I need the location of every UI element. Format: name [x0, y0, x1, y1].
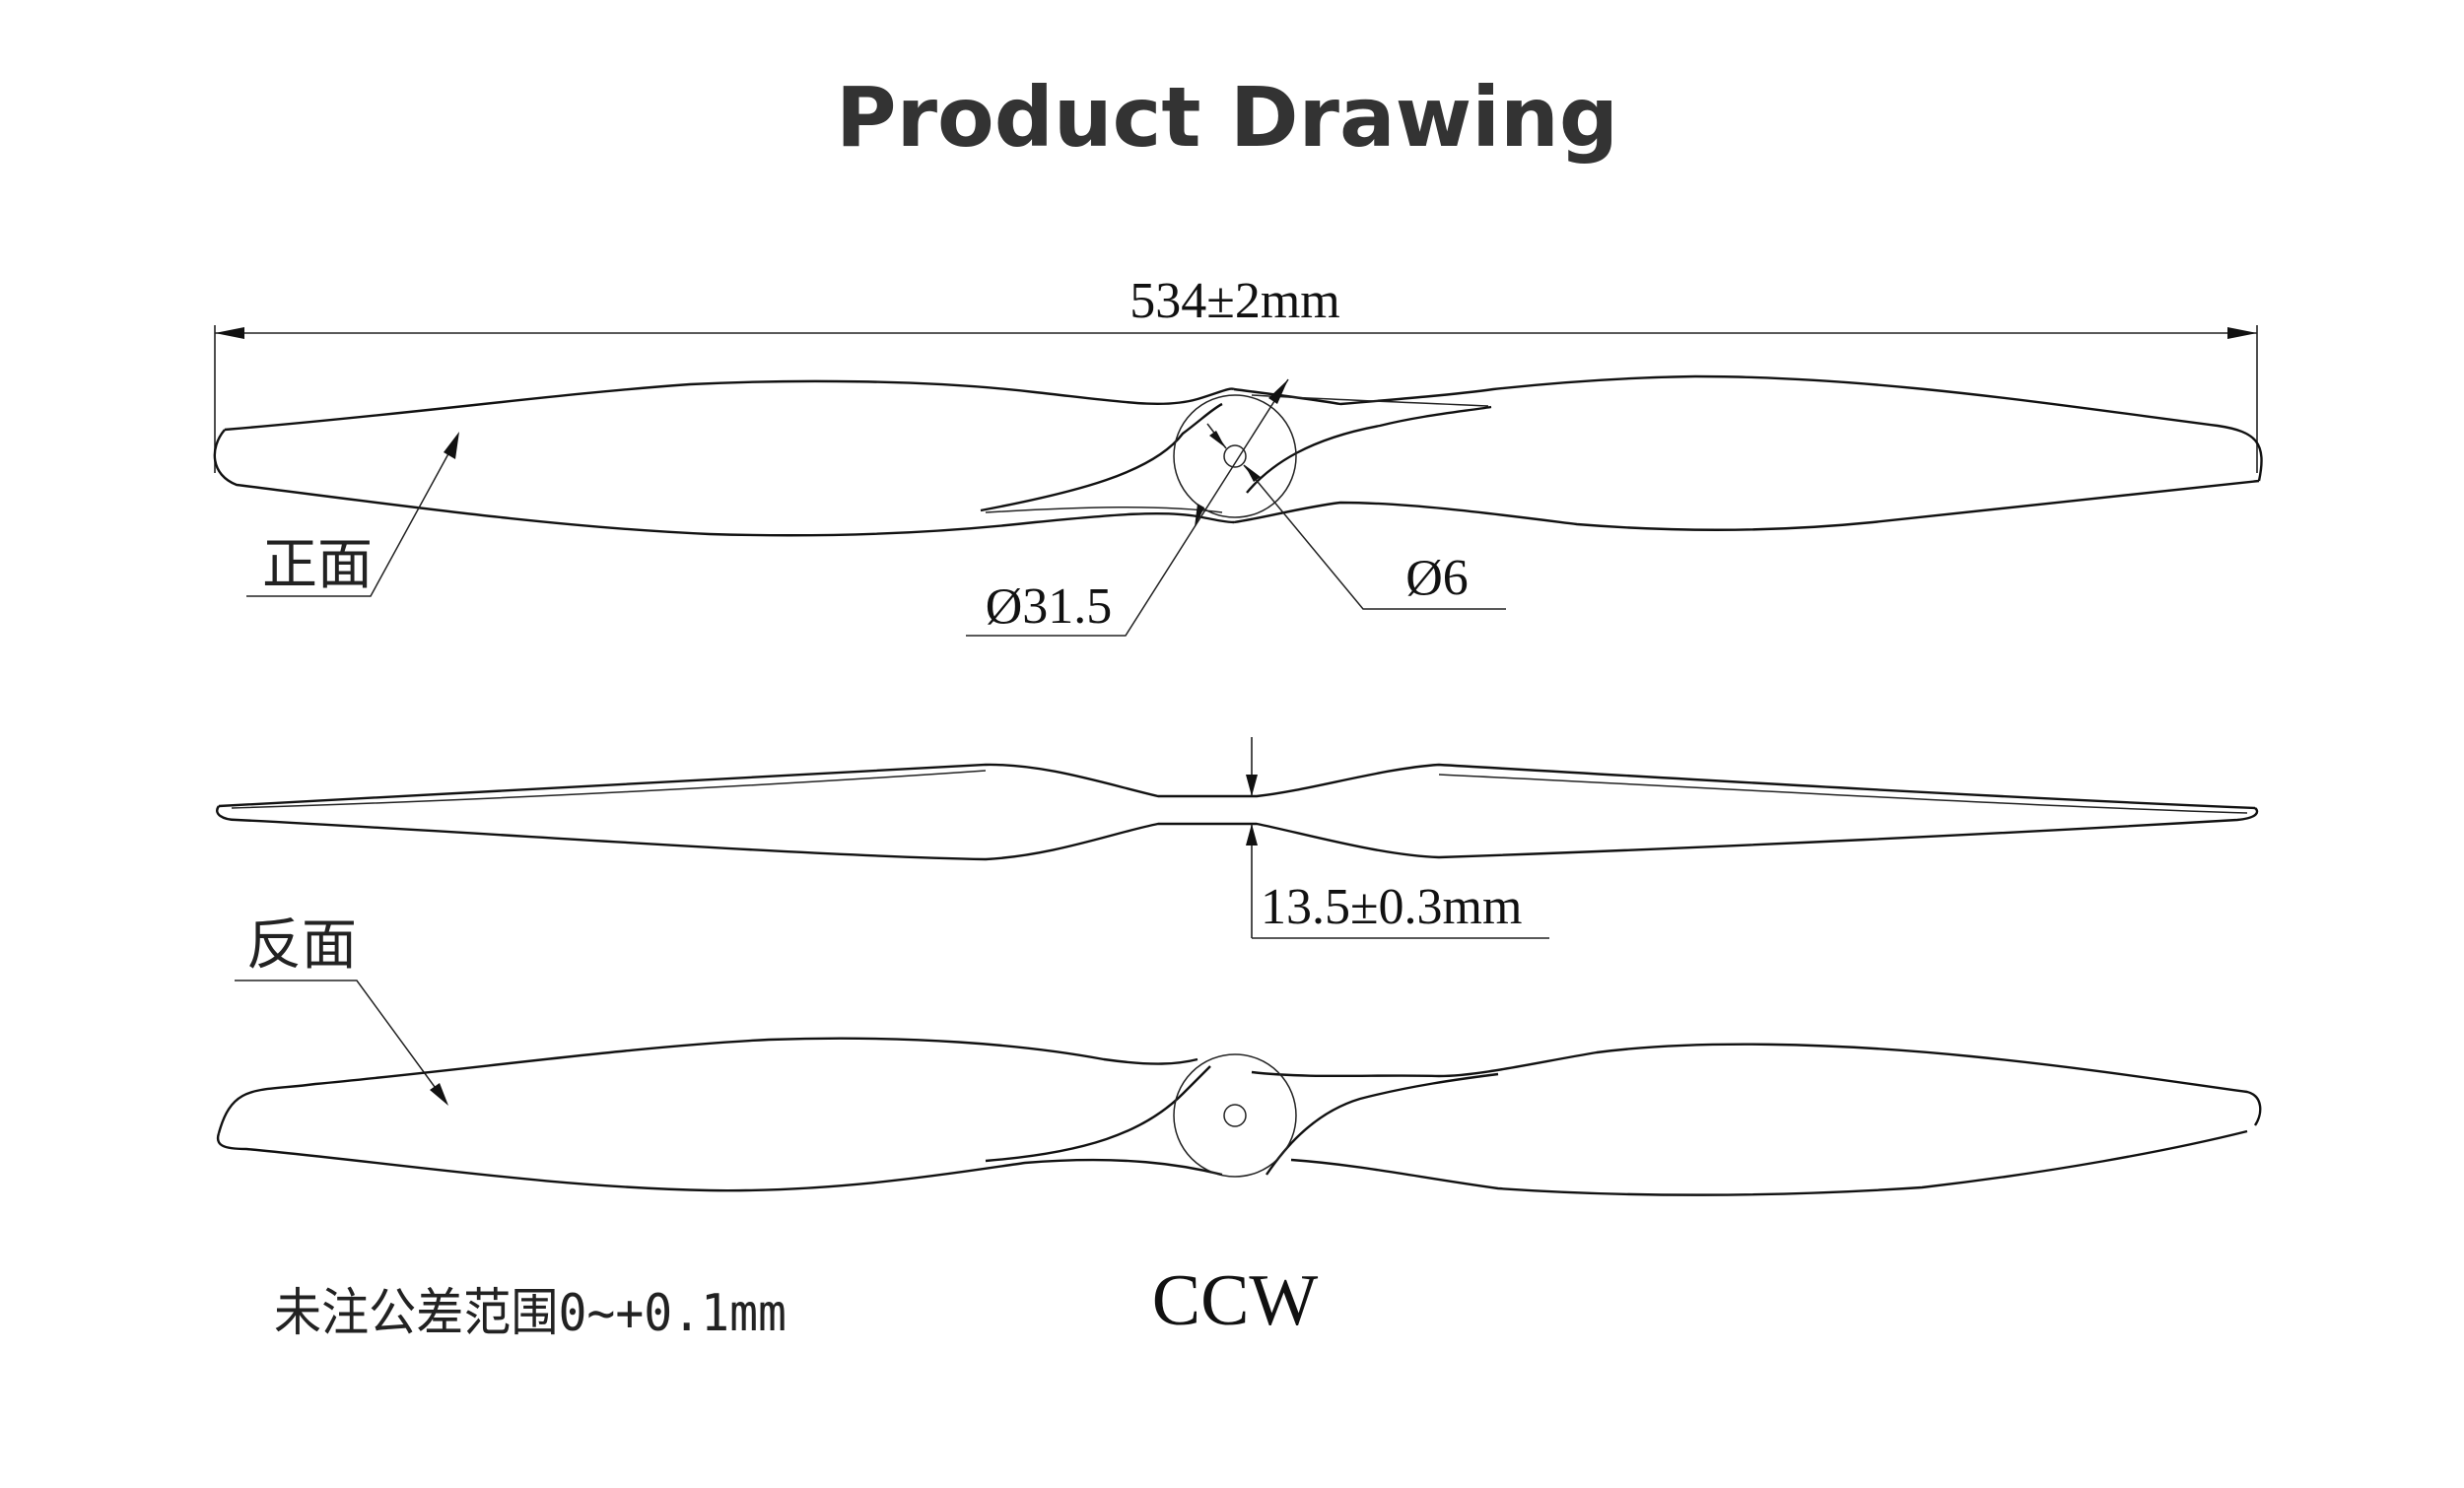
thickness-callout: 13.5±0.3mm	[1246, 737, 1549, 939]
back-bore-circle	[1223, 1104, 1247, 1127]
front-label-callout: 正面	[246, 432, 459, 597]
hub-diameter-label: Ø31.5	[986, 578, 1113, 635]
side-view-propeller	[216, 763, 2259, 861]
back-hub-circle	[1173, 1053, 1297, 1178]
back-label-callout: 反面	[235, 913, 448, 1106]
back-view-propeller	[216, 1037, 2262, 1196]
length-dimension: 534±2mm	[214, 273, 2258, 473]
front-view-propeller	[213, 374, 2263, 537]
thickness-label: 13.5±0.3mm	[1261, 879, 1522, 935]
tolerance-note: 未注公差范围0~+0.1mm	[274, 1284, 787, 1343]
hub-circle	[1173, 394, 1297, 518]
length-label: 534±2mm	[1129, 273, 1339, 329]
page-title: Product Drawing	[836, 69, 1618, 166]
rotation-direction: CCW	[1152, 1260, 1319, 1341]
bore-diameter-callout: Ø6	[1206, 423, 1506, 610]
back-view-label: 反面	[246, 913, 357, 978]
bore-diameter-label: Ø6	[1405, 550, 1469, 606]
bore-circle	[1223, 444, 1247, 468]
front-view-label: 正面	[262, 533, 373, 597]
hub-diameter-callout: Ø31.5	[966, 378, 1289, 637]
